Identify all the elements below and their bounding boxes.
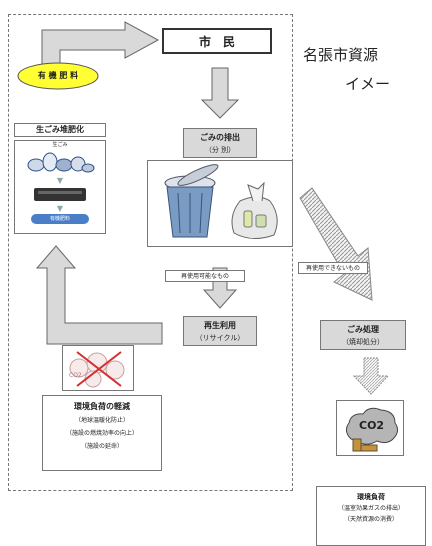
composter-machine-icon <box>34 188 86 201</box>
compost-img-bottom-label: 有機肥料 <box>49 216 70 222</box>
compost-image-panel: 生ごみ ▼ ▼ 有機肥料 <box>14 140 106 234</box>
kitchen-waste-icon <box>27 152 95 173</box>
page-title-line1: 名張市資源 <box>303 46 379 64</box>
env-reduce-line3: （施設の燃焼効率の向上） <box>65 430 138 437</box>
env-load-box: 環境負荷 （温室効果ガスの排出） （天然資源の消費） <box>316 486 426 546</box>
env-reduce-title: 環境負荷の軽減 <box>74 402 130 411</box>
down-arrow-small-1: ▼ <box>56 176 64 185</box>
co2-cloud-icon <box>345 407 399 452</box>
bins-image <box>147 160 293 247</box>
co2-reduction-image: CO2 <box>62 345 134 391</box>
trash-can-icon <box>164 164 278 239</box>
fertilizer-label: 有 機 肥 料 <box>37 71 79 80</box>
fertilizer-ellipse <box>17 62 99 90</box>
diagram-frame <box>8 14 293 491</box>
env-reduce-line2: （地球温暖化防止） <box>74 417 129 424</box>
env-reduce-box: 環境負荷の軽減 （地球温暖化防止） （施設の燃焼効率の向上） （施設の延命） <box>42 395 162 471</box>
env-reduce-line4: （施設の延命） <box>80 443 123 450</box>
disposal-line2: （焼却処分） <box>342 338 384 346</box>
citizen-box: 市 民 <box>162 28 272 54</box>
disposal-line1: ごみ処理 <box>347 325 379 334</box>
non-reusable-label: 再使用できないもの <box>298 262 368 274</box>
co2-crossed-icon <box>69 351 125 388</box>
fertilizer-bag: 有機肥料 <box>31 214 89 224</box>
reusable-label: 再使用可能なもの <box>165 270 245 282</box>
citizen-label: 市 民 <box>198 35 235 49</box>
recycle-line1: 再生利用 <box>204 321 236 330</box>
env-load-line3: （天然資源の消費） <box>343 516 398 523</box>
env-load-line2: （温室効果ガスの排出） <box>337 505 404 512</box>
disposal-box: ごみ処理 （焼却処分） <box>320 320 406 350</box>
page-title-line2: イメー <box>345 75 391 93</box>
discharge-box: ごみの排出 （分 別） <box>183 128 257 158</box>
co2-crossed-label: CO2 <box>69 372 82 379</box>
compost-img-top-label: 生ごみ <box>52 142 68 148</box>
down-arrow-small-2: ▼ <box>56 204 64 213</box>
discharge-line1: ごみの排出 <box>200 133 240 142</box>
compost-title: 生ごみ堆肥化 <box>14 123 106 137</box>
arrow-to-citizen <box>35 21 390 395</box>
recycle-box: 再生利用 （リサイクル） <box>183 316 257 346</box>
co2-emission-image: CO2 <box>336 400 404 456</box>
discharge-line2: （分 別） <box>204 146 236 154</box>
recycle-line2: （リサイクル） <box>195 334 245 342</box>
env-load-title: 環境負荷 <box>357 493 385 501</box>
co2-emission-label: CO2 <box>359 419 385 432</box>
